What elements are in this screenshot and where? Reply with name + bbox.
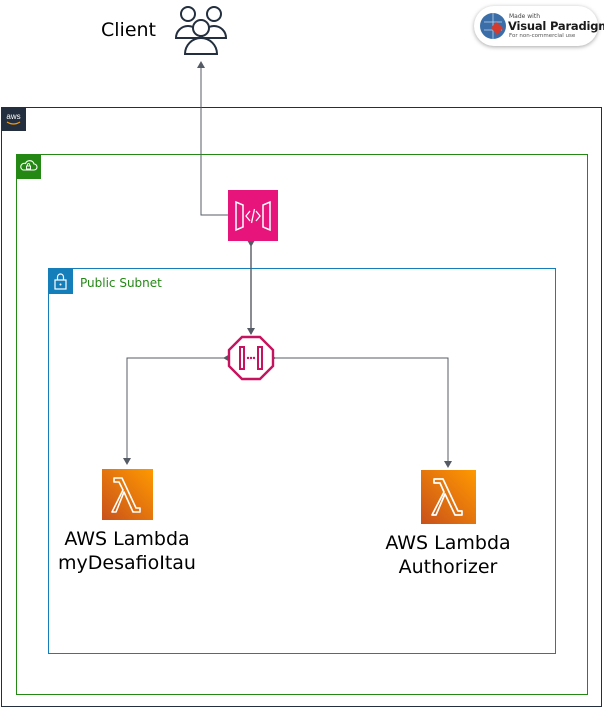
aws-logo-icon: aws bbox=[1, 107, 26, 131]
lambda-authorizer-label-line1: AWS Lambda bbox=[385, 532, 511, 554]
users-icon bbox=[174, 6, 228, 55]
lambda-authorizer-label: AWS Lambda Authorizer bbox=[373, 531, 523, 579]
aws-logo-text: aws bbox=[6, 112, 20, 121]
lambda-mydesafioitau-label: AWS Lambda myDesafioItau bbox=[52, 527, 202, 575]
made-with-text: Made with bbox=[509, 13, 540, 20]
non-commercial-note: For non-commercial use bbox=[509, 33, 576, 39]
lambda-authorizer-icon bbox=[421, 470, 476, 524]
visual-paradigm-brand-text: Visual Paradigm bbox=[508, 19, 604, 33]
public-subnet-label: Public Subnet bbox=[80, 276, 162, 290]
lambda-mydesafioitau-label-line2: myDesafioItau bbox=[58, 552, 196, 574]
edge-load-balancer-lambda-mydesafioitau bbox=[123, 354, 230, 465]
lambda-authorizer-label-line2: Authorizer bbox=[398, 556, 498, 578]
client-label: Client bbox=[101, 19, 157, 41]
vpc-cloud-lock-icon bbox=[16, 154, 41, 179]
api-gateway-icon bbox=[228, 190, 278, 241]
aws-cloud-group bbox=[1, 107, 602, 707]
public-subnet-group bbox=[48, 268, 556, 654]
lambda-mydesafioitau-icon bbox=[102, 469, 153, 520]
subnet-lock-icon bbox=[48, 268, 73, 294]
edge-load-balancer-lambda-authorizer bbox=[269, 354, 452, 468]
load-balancer-icon bbox=[227, 335, 275, 381]
lambda-mydesafioitau-label-line1: AWS Lambda bbox=[64, 528, 190, 550]
edge-api-gateway-to-client bbox=[197, 61, 228, 216]
vpc-group bbox=[16, 154, 588, 695]
